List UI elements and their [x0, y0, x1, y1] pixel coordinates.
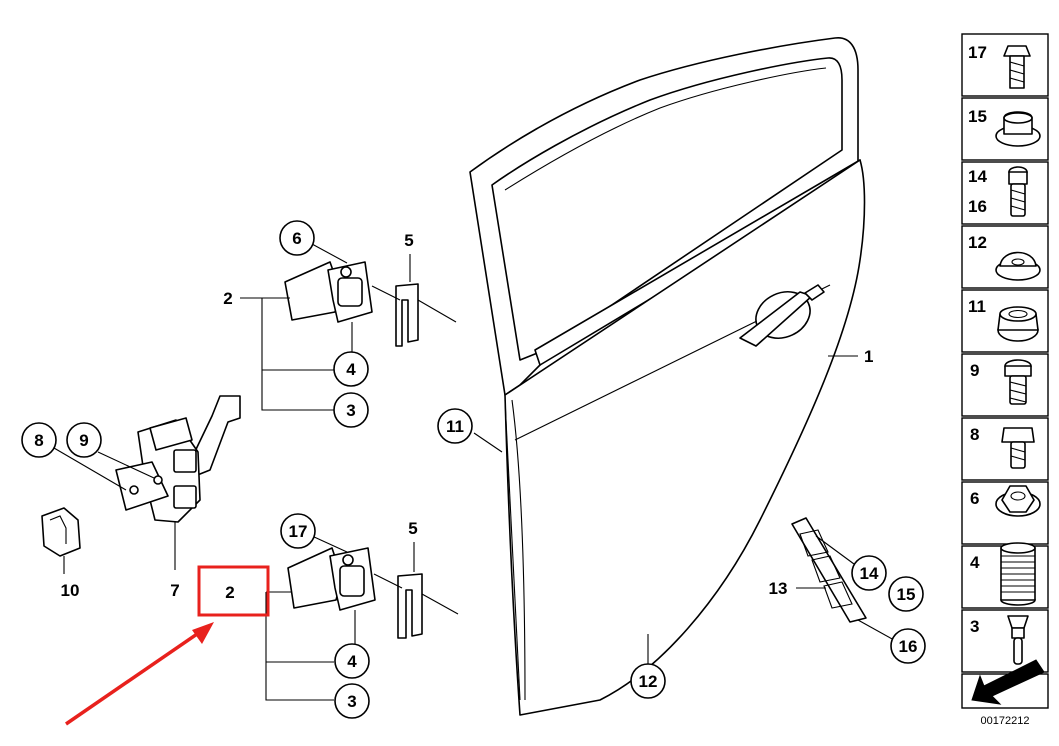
hex-bolt-icon — [1001, 427, 1035, 469]
callout-3-lower-circle — [334, 683, 370, 719]
callout-17-circle — [280, 513, 316, 549]
callout-12-label: 12 — [639, 672, 658, 691]
callout-9-circle — [66, 422, 102, 458]
cap-nut-icon — [995, 111, 1041, 147]
legend-cell — [961, 33, 1049, 97]
callout-7-label: 7 — [170, 581, 179, 600]
callout-15-circle — [888, 576, 924, 612]
callout-11-label: 11 — [446, 417, 464, 436]
callout-3-upper-label: 3 — [346, 401, 355, 420]
rear-door-shell — [469, 37, 866, 716]
callout-2-upper-label: 2 — [223, 289, 232, 308]
callout-6-label: 6 — [292, 229, 301, 248]
callout-9-label: 9 — [79, 431, 88, 450]
clip-part — [41, 507, 81, 557]
flange-nut-icon — [995, 485, 1041, 517]
callout-2-lower-label: 2 — [225, 583, 234, 602]
callout-4-upper-circle — [333, 351, 369, 387]
hinge-pin-icon — [1007, 615, 1029, 665]
diagram-code: 00172212 — [981, 715, 1030, 727]
callout-5-upper-label: 5 — [404, 231, 413, 250]
callout-17-label: 17 — [289, 522, 308, 541]
callout-door-label: 1 — [864, 347, 873, 366]
callout-8-circle — [21, 422, 57, 458]
callout-3-lower-label: 3 — [347, 692, 356, 711]
legend-label: 17 — [968, 43, 987, 62]
knurled-sleeve-icon — [1000, 542, 1036, 606]
callout-8-label: 8 — [34, 431, 43, 450]
callout-13-label: 13 — [769, 579, 788, 598]
legend-label: 9 — [970, 361, 979, 380]
torx-screw-icon — [1004, 359, 1032, 405]
callout-4-upper-label: 4 — [346, 360, 356, 379]
torx-bolt-icon — [1003, 45, 1031, 89]
legend-label: 6 — [970, 489, 979, 508]
legend-label: 12 — [968, 233, 987, 252]
collar-bolt-icon — [1008, 166, 1028, 217]
callout-11-circle — [437, 408, 473, 444]
highlight-box — [197, 565, 270, 617]
callout-16-label: 16 — [899, 637, 918, 656]
fastener-legend: 17 15 14 16 12 — [961, 33, 1049, 727]
bracket-part — [791, 517, 867, 623]
legend-label: 11 — [968, 297, 986, 316]
callout-12-circle — [630, 663, 666, 699]
legend-cell — [961, 161, 1049, 225]
callout-14-circle — [851, 555, 887, 591]
legend-label: 4 — [970, 553, 980, 572]
callout-16-circle — [890, 628, 926, 664]
callout-6-circle — [279, 220, 315, 256]
legend-label: 3 — [970, 617, 979, 636]
callout-4-lower-label: 4 — [347, 652, 357, 671]
legend-label: 15 — [968, 107, 987, 126]
legend-label: 16 — [968, 197, 987, 216]
door-check-arm — [115, 395, 241, 523]
callout-14-label: 14 — [860, 564, 879, 583]
upper-hinge — [284, 261, 419, 347]
lower-hinge — [287, 547, 423, 639]
legend-label: 8 — [970, 425, 979, 444]
callout-4-lower-circle — [334, 643, 370, 679]
grommet-icon — [997, 306, 1039, 342]
callout-3-upper-circle — [333, 392, 369, 428]
highlight-arrow-icon — [65, 622, 214, 726]
legend-label: 14 — [968, 167, 987, 186]
direction-arrow-icon — [971, 659, 1045, 705]
callout-5-lower-label: 5 — [408, 519, 417, 538]
callout-15-label: 15 — [897, 585, 916, 604]
round-plug-icon — [995, 251, 1041, 281]
callout-10-label: 10 — [61, 581, 80, 600]
